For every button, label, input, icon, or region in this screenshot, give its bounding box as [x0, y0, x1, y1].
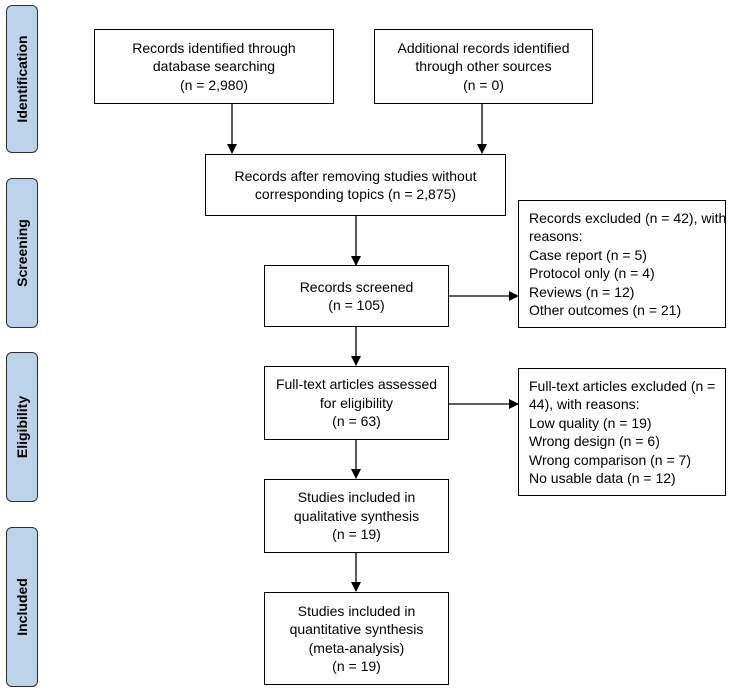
box-qualitative-synthesis: Studies included in qualitative synthesi…: [264, 479, 449, 553]
box-fulltext-excluded-line-3: Low quality (n = 19): [529, 414, 652, 431]
box-records-excluded-line-1: Records excluded (n = 42), with: [529, 209, 727, 226]
phase-eligibility: Eligibility: [6, 352, 38, 502]
phase-identification: Identification: [6, 5, 38, 153]
box-fulltext-excluded-line-1: Full-text articles excluded (n =: [529, 377, 716, 394]
box-records-identified-line-2: database searching: [152, 58, 276, 75]
box-fulltext-assessed: Full-text articles assessed for eligibil…: [264, 366, 449, 440]
box-records-excluded-line-3: Case report (n = 5): [529, 246, 647, 263]
box-records-excluded-line-6: Other outcomes (n = 21): [529, 302, 682, 318]
box-after-removing: Records after removing studies without c…: [205, 154, 506, 216]
box-after-removing-line-2: corresponding topics (n = 2,875): [254, 186, 457, 202]
box-records-excluded-line-4: Protocol only (n = 4): [529, 265, 655, 281]
box-records-excluded: Records excluded (n = 42), with reasons:…: [518, 200, 726, 328]
box-records-screened-line-1: Records screened: [299, 278, 414, 295]
box-records-identified: Records identified through database sear…: [94, 29, 334, 104]
box-additional-records-line-3: (n = 0): [463, 76, 504, 93]
box-fulltext-excluded-line-4: Wrong design (n = 6): [529, 433, 660, 449]
box-additional-records-line-2: through other sources: [415, 58, 552, 75]
box-additional-records: Additional records identified through ot…: [374, 29, 593, 104]
box-qualitative-line-1: Studies included in: [297, 489, 416, 506]
box-records-excluded-line-2: reasons:: [529, 228, 583, 244]
box-fulltext-excluded-line-5: Wrong comparison (n = 7): [529, 451, 691, 468]
box-quantitative-line-4: (n = 19): [332, 658, 381, 674]
box-fulltext-excluded-line-6: No usable data (n = 12): [529, 470, 676, 486]
box-fulltext-assessed-line-3: (n = 63): [332, 413, 381, 430]
box-records-identified-line-3: (n = 2,980): [179, 76, 249, 93]
box-after-removing-line-1: Records after removing studies without: [234, 167, 477, 184]
phase-included: Included: [6, 527, 38, 687]
box-quantitative-line-2: quantitative synthesis: [289, 621, 424, 637]
box-fulltext-excluded-line-2: 44), with reasons:: [529, 396, 640, 412]
box-quantitative-line-1: Studies included in: [297, 602, 416, 619]
box-additional-records-line-1: Additional records identified: [397, 39, 570, 56]
box-records-identified-line-1: Records identified through: [132, 39, 296, 56]
box-records-excluded-line-5: Reviews (n = 12): [529, 283, 635, 300]
phase-screening: Screening: [6, 178, 38, 328]
box-records-screened: Records screened (n = 105): [264, 265, 449, 327]
box-records-screened-line-2: (n = 105): [328, 297, 385, 313]
box-qualitative-line-2: qualitative synthesis: [293, 507, 420, 524]
box-fulltext-excluded: Full-text articles excluded (n = 44), wi…: [518, 368, 726, 496]
box-quantitative-synthesis: Studies included in quantitative synthes…: [264, 592, 449, 685]
box-quantitative-line-3: (meta-analysis): [308, 639, 405, 656]
box-fulltext-assessed-line-2: for eligibility: [319, 394, 394, 411]
box-qualitative-line-3: (n = 19): [332, 526, 381, 543]
box-fulltext-assessed-line-1: Full-text articles assessed: [275, 376, 438, 393]
